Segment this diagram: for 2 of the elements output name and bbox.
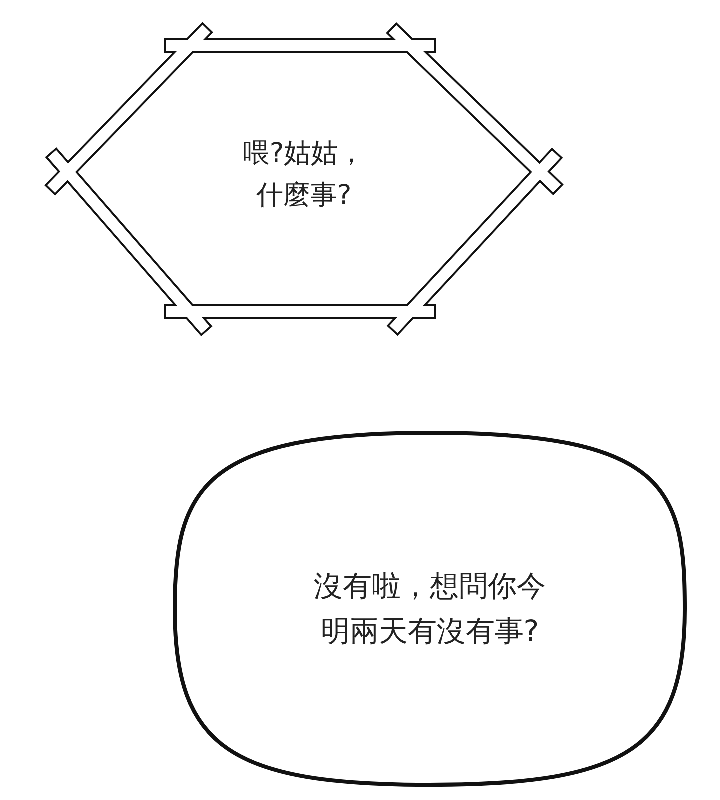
speech-text: 喂?姑姑，什麼事? [242,137,366,213]
speech-text: 沒有啦，想問你今明兩天有沒有事? [313,568,547,650]
